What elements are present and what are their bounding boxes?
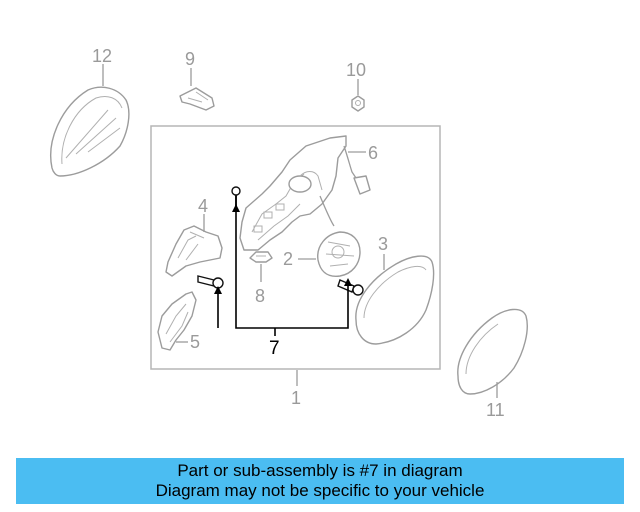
parts-diagram: 12 9 10 6 2 4 bbox=[50, 46, 528, 420]
part-9-clip[interactable] bbox=[179, 87, 215, 111]
part-4-lower-cover[interactable] bbox=[165, 225, 223, 277]
banner-line-1: Part or sub-assembly is #7 in diagram bbox=[177, 461, 463, 480]
part-3-mirror-housing[interactable] bbox=[355, 255, 435, 345]
callout-8: 8 bbox=[255, 286, 265, 306]
callout-11: 11 bbox=[486, 400, 505, 420]
part-12-mirror-cover[interactable] bbox=[50, 86, 130, 177]
callout-3: 3 bbox=[378, 234, 388, 254]
callout-10: 10 bbox=[346, 60, 366, 80]
part-7-bolt-upper[interactable] bbox=[231, 186, 241, 206]
callout-9: 9 bbox=[185, 49, 195, 69]
part-8-grommet[interactable] bbox=[249, 251, 273, 263]
part-7-bolt-right[interactable] bbox=[337, 279, 364, 296]
part-5-lower-housing[interactable] bbox=[157, 291, 197, 351]
part-11-mirror-glass[interactable] bbox=[457, 308, 528, 395]
callout-7-leaders bbox=[214, 204, 352, 336]
part-6-mirror-base[interactable] bbox=[239, 135, 371, 251]
part-10-nut[interactable] bbox=[351, 95, 365, 112]
assembly-frame bbox=[150, 125, 441, 370]
callout-2: 2 bbox=[283, 249, 293, 269]
callout-12: 12 bbox=[92, 46, 112, 66]
banner-line-2: Diagram may not be specific to your vehi… bbox=[155, 481, 485, 500]
part-7-bolt-left[interactable] bbox=[197, 275, 224, 289]
callout-6: 6 bbox=[368, 143, 378, 163]
callout-4: 4 bbox=[198, 196, 208, 216]
part-2-mirror-motor[interactable] bbox=[317, 231, 361, 277]
info-banner: Part or sub-assembly is #7 in diagram Di… bbox=[16, 458, 624, 504]
callout-1: 1 bbox=[291, 388, 301, 408]
callout-7: 7 bbox=[269, 338, 280, 359]
callout-5: 5 bbox=[190, 332, 200, 352]
